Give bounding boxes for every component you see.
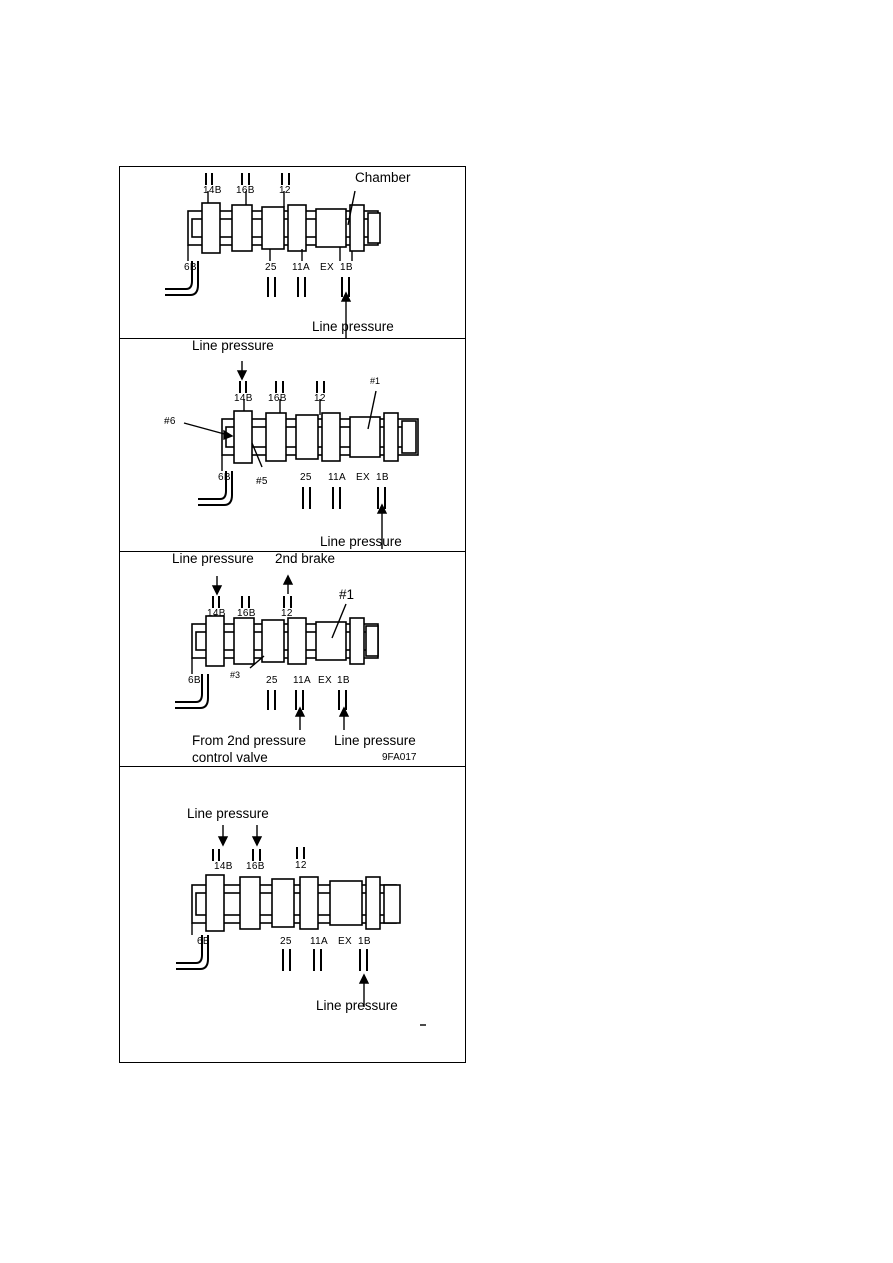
- port-12: 12: [314, 393, 326, 404]
- valve-diagram-2: [183, 361, 419, 549]
- valve-diagram-1: [165, 173, 381, 339]
- figure-frame: 14B 16B 12 Chamber 6B 25 11A EX 1B Line …: [119, 166, 466, 1063]
- port-1b: 1B: [376, 472, 389, 483]
- mark-1: #1: [339, 587, 355, 602]
- port-14b: 14B: [207, 608, 226, 619]
- port-1b: 1B: [340, 262, 353, 273]
- panel-2: Line pressure 14B 16B 12 #1 #6 6B #5 25 …: [120, 339, 465, 552]
- label-chamber: Chamber: [355, 170, 411, 185]
- label-from-2nd-pressure: From 2nd pressure: [192, 733, 307, 748]
- port-11a: 11A: [328, 472, 346, 483]
- port-ex: EX: [318, 675, 332, 686]
- port-14b: 14B: [214, 861, 233, 872]
- port-12: 12: [295, 860, 307, 871]
- port-11a: 11A: [310, 936, 328, 947]
- port-12: 12: [279, 185, 291, 196]
- valve-diagram-4: [176, 825, 426, 1026]
- port-6b: 6B: [184, 262, 197, 273]
- figure-code: 9FA017: [382, 752, 417, 763]
- port-16b: 16B: [268, 393, 287, 404]
- label-control-valve: control valve: [192, 750, 268, 765]
- port-25: 25: [280, 936, 292, 947]
- panel-1: 14B 16B 12 Chamber 6B 25 11A EX 1B Line …: [120, 167, 465, 339]
- port-1b: 1B: [337, 675, 350, 686]
- port-25: 25: [266, 675, 278, 686]
- port-12: 12: [281, 608, 293, 619]
- port-16b: 16B: [236, 185, 255, 196]
- label-2nd-brake: 2nd brake: [275, 551, 336, 566]
- port-ex: EX: [338, 936, 352, 947]
- label-line-pressure-top: Line pressure: [172, 551, 254, 566]
- port-11a: 11A: [292, 262, 310, 273]
- port-6b: 6B: [197, 936, 210, 947]
- mark-3: #3: [230, 670, 241, 680]
- port-16b: 16B: [237, 608, 256, 619]
- label-line-pressure-bottom: Line pressure: [320, 534, 402, 549]
- port-ex: EX: [320, 262, 334, 273]
- label-line-pressure-bottom: Line pressure: [312, 319, 394, 334]
- port-14b: 14B: [203, 185, 222, 196]
- valve-diagram-3: [175, 574, 379, 730]
- label-line-pressure-top: Line pressure: [187, 806, 269, 821]
- port-6b: 6B: [218, 472, 231, 483]
- port-11a: 11A: [293, 675, 311, 686]
- port-16b: 16B: [246, 861, 265, 872]
- label-line-pressure-bottom: Line pressure: [316, 998, 398, 1013]
- port-25: 25: [300, 472, 312, 483]
- panel-3: Line pressure 2nd brake 14B 16B 12 #1 6B…: [120, 552, 465, 767]
- panel-4: Line pressure 14B 16B 12 6B 25 11A EX 1B…: [120, 767, 465, 1062]
- port-14b: 14B: [234, 393, 253, 404]
- port-6b: 6B: [188, 675, 201, 686]
- mark-6: #6: [164, 416, 176, 427]
- label-line-pressure-bottom: Line pressure: [334, 733, 416, 748]
- mark-5: #5: [256, 476, 268, 487]
- port-ex: EX: [356, 472, 370, 483]
- mark-1: #1: [370, 376, 381, 386]
- port-1b: 1B: [358, 936, 371, 947]
- port-25: 25: [265, 262, 277, 273]
- label-line-pressure-top: Line pressure: [192, 338, 274, 353]
